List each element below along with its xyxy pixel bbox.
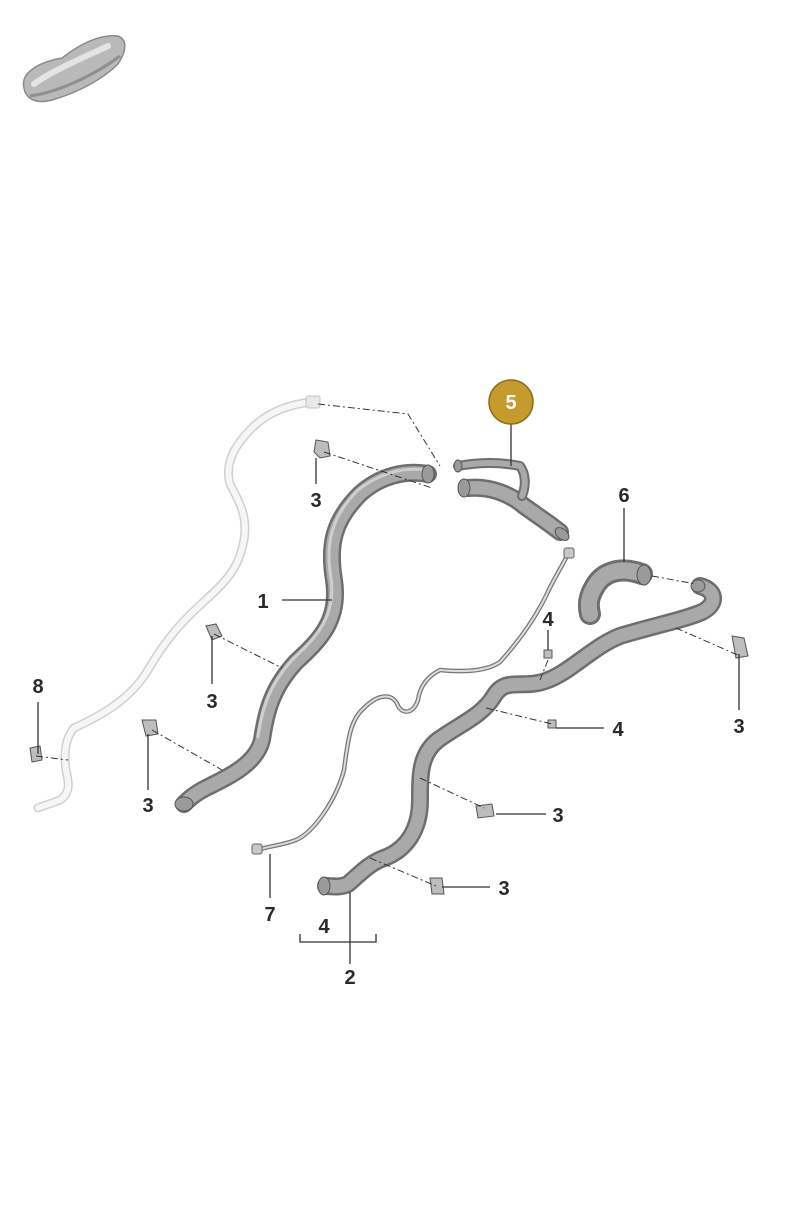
part-7-pipe (251, 547, 575, 855)
callout-5-label: 5 (505, 392, 516, 414)
callout-7[interactable]: 7 (264, 904, 275, 926)
callout-5-highlight[interactable]: 5 (488, 379, 534, 425)
callout-3-bottom[interactable]: 3 (498, 878, 509, 900)
leader-lines (37, 424, 740, 964)
clip-4-upper (543, 649, 553, 659)
assembly-lines (35, 403, 741, 887)
callout-3-center[interactable]: 3 (552, 805, 563, 827)
callout-3-top[interactable]: 3 (310, 490, 321, 512)
clips (29, 439, 749, 895)
clip-4-lower (547, 719, 557, 729)
callout-3-right[interactable]: 3 (733, 716, 744, 738)
part-5-hose (453, 458, 570, 541)
clip-8 (29, 745, 43, 763)
callout-1[interactable]: 1 (257, 591, 268, 613)
part-6-hose (577, 559, 653, 625)
callout-2[interactable]: 2 (344, 967, 355, 989)
callout-3-left-mid[interactable]: 3 (206, 691, 217, 713)
part-8-line (33, 395, 321, 813)
car-silhouette-icon (22, 35, 126, 103)
callout-5-badge (488, 379, 534, 425)
callout-8[interactable]: 8 (32, 676, 43, 698)
part-2-hose (317, 577, 722, 896)
clip-3-left-mid (205, 623, 223, 641)
clip-3-right (731, 635, 749, 659)
callout-4-upper[interactable]: 4 (542, 609, 554, 631)
callout-4-bracket[interactable]: 4 (318, 916, 330, 938)
callout-3-left-low[interactable]: 3 (142, 795, 153, 817)
clip-3-top (313, 439, 331, 459)
part-1-hose (174, 463, 437, 813)
clip-3-bottom (429, 877, 445, 895)
callout-4-lower[interactable]: 4 (612, 719, 624, 741)
clip-3-center (475, 803, 495, 819)
callout-6[interactable]: 6 (618, 485, 629, 507)
clip-3-left-low (141, 719, 159, 737)
